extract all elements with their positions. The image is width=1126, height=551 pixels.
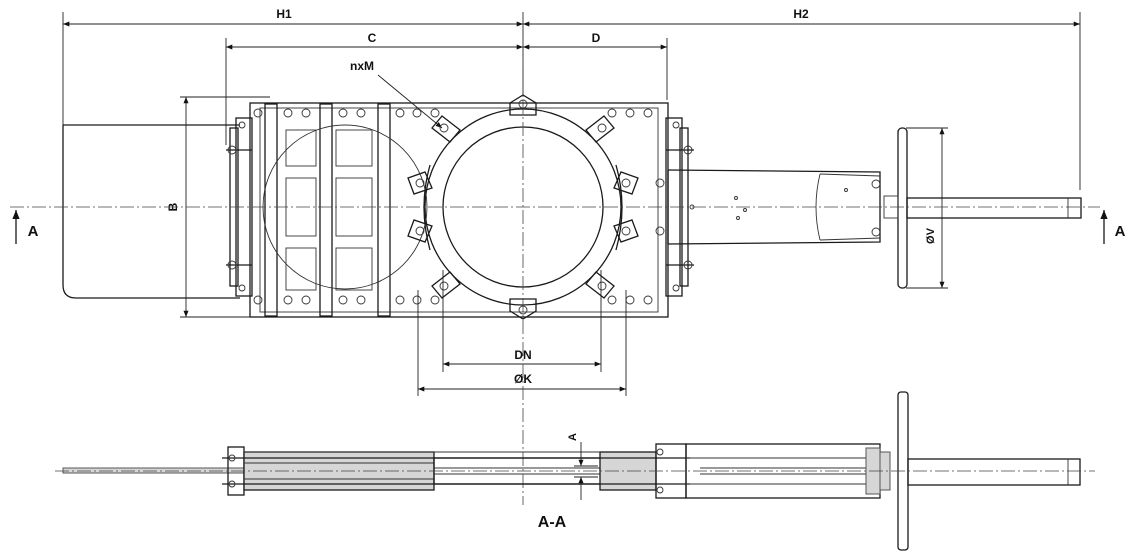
bolt-holes-top bbox=[253, 108, 653, 118]
dim-d-label: D bbox=[592, 31, 601, 45]
section-right-label: A bbox=[1115, 223, 1126, 240]
nxm-label: nxM bbox=[350, 59, 374, 73]
dim-c-label: C bbox=[368, 31, 377, 45]
dim-h2-label: H2 bbox=[793, 7, 809, 21]
dim-a-label: A bbox=[567, 433, 579, 441]
dim-k-label: ØK bbox=[514, 372, 532, 386]
section-view: A A-A bbox=[55, 391, 1095, 551]
top-view: H1 H2 C D nxM B bbox=[10, 7, 1126, 505]
dim-a bbox=[574, 442, 598, 500]
flange-lugs bbox=[407, 94, 639, 320]
bolt-holes-bottom bbox=[253, 295, 653, 305]
studs bbox=[238, 121, 680, 292]
cylinder-housing bbox=[62, 124, 240, 299]
dim-c-d bbox=[225, 38, 668, 145]
dim-v-label: ØV bbox=[925, 227, 937, 244]
section-bolts bbox=[222, 448, 690, 494]
nxm-leader bbox=[377, 74, 443, 129]
dim-dn-k bbox=[417, 270, 627, 396]
section-left-label: A bbox=[28, 223, 39, 240]
dim-h1-label: H1 bbox=[276, 7, 292, 21]
stem-section bbox=[907, 458, 1081, 486]
handwheel bbox=[883, 127, 908, 289]
section-title: A-A bbox=[538, 514, 567, 531]
gate-plate bbox=[62, 467, 264, 474]
dim-h1-h2 bbox=[62, 12, 1081, 190]
dim-v bbox=[906, 127, 948, 289]
stem bbox=[906, 197, 1082, 219]
